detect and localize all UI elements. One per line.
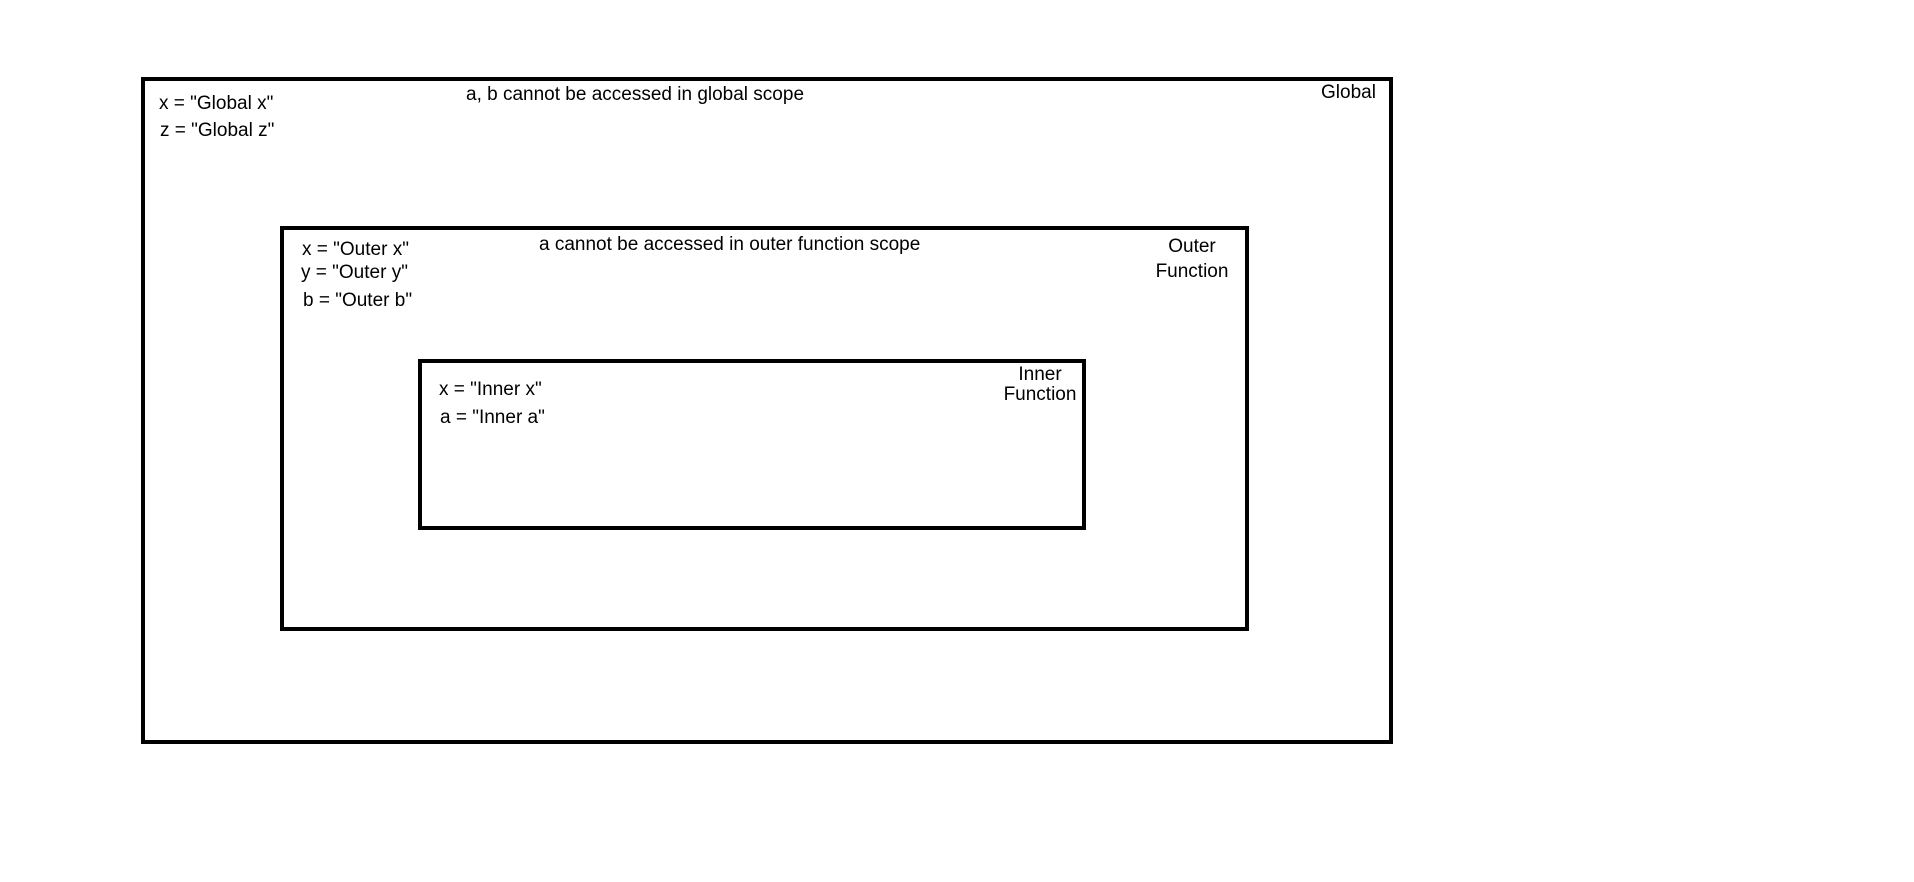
outer-var-x: x = "Outer x" <box>302 239 409 260</box>
inner-function-label-line1: Inner <box>1018 364 1062 385</box>
global-var-x: x = "Global x" <box>159 93 274 114</box>
global-scope-label: Global <box>1321 82 1376 103</box>
global-var-z: z = "Global z" <box>160 120 275 141</box>
outer-scope-note: a cannot be accessed in outer function s… <box>539 234 921 255</box>
outer-function-label: Outer Function <box>1150 234 1234 284</box>
inner-function-label: Inner Function <box>998 365 1082 405</box>
outer-function-scope-box <box>280 226 1249 631</box>
outer-function-label-line2: Function <box>1155 261 1229 282</box>
outer-function-label-line1: Outer <box>1168 236 1216 257</box>
inner-var-a: a = "Inner a" <box>440 407 545 428</box>
outer-var-y: y = "Outer y" <box>301 262 408 283</box>
global-scope-note: a, b cannot be accessed in global scope <box>466 84 805 105</box>
outer-var-b: b = "Outer b" <box>303 290 413 311</box>
inner-var-x: x = "Inner x" <box>439 379 542 400</box>
inner-function-label-line2: Function <box>1003 384 1077 405</box>
global-scope-box <box>141 77 1393 744</box>
inner-function-scope-box <box>418 359 1086 530</box>
